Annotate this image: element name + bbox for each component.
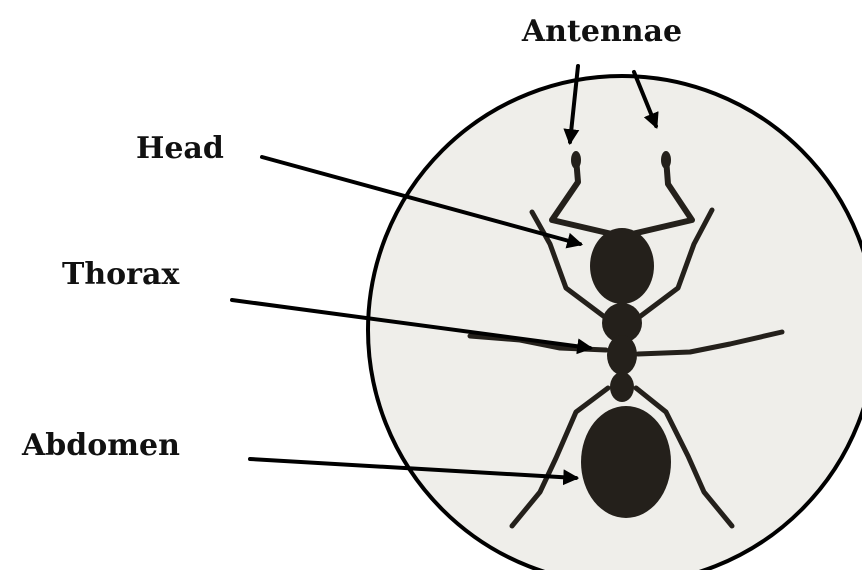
ant-head bbox=[590, 228, 654, 304]
label-antennae: Antennae bbox=[521, 14, 682, 49]
antenna-right-tip bbox=[661, 151, 671, 169]
ant-thorax-rear bbox=[607, 335, 637, 375]
ant-abdomen bbox=[581, 406, 671, 518]
label-head: Head bbox=[136, 131, 224, 166]
label-thorax: Thorax bbox=[62, 257, 180, 292]
label-abdomen: Abdomen bbox=[21, 428, 180, 463]
ant-petiole bbox=[610, 372, 634, 402]
antenna-left-tip bbox=[571, 151, 581, 169]
